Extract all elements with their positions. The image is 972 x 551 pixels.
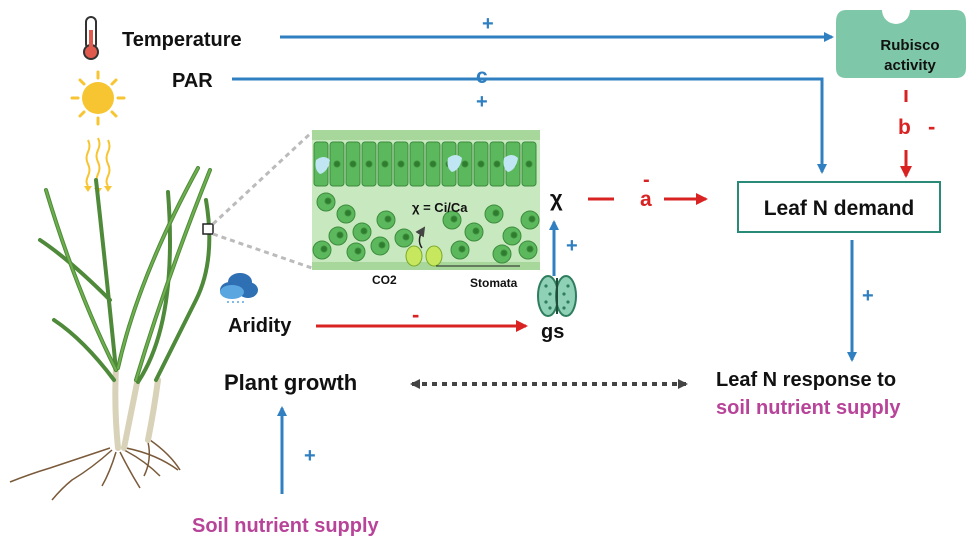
chloroplast — [397, 160, 405, 168]
chloroplast — [477, 160, 485, 168]
chloroplast — [510, 231, 518, 239]
rubisco-label-line2: activity — [884, 57, 936, 74]
leaf-n-response-label-line1: Leaf N response to — [716, 369, 896, 391]
leaf-n-demand-label: Leaf N demand — [764, 197, 915, 220]
chloroplast — [381, 160, 389, 168]
chloroplast — [402, 233, 410, 241]
temperature-label: Temperature — [122, 29, 242, 51]
chloroplast — [349, 160, 357, 168]
gs-label: gs — [541, 321, 564, 343]
leaf-n-demand-node: Leaf N demand — [737, 181, 941, 233]
chloroplast — [461, 160, 469, 168]
chloroplast — [500, 249, 508, 257]
edge-par-letter: c — [476, 65, 488, 88]
soil-nutrient-supply-label: Soil nutrient supply — [192, 515, 380, 537]
grass-plant-icon — [9, 166, 212, 501]
chi-label: χ — [550, 186, 563, 211]
chloroplast — [384, 215, 392, 223]
edge-chi-letter: a — [640, 188, 652, 211]
rubisco-activity-node: Rubisco activity — [836, 10, 966, 78]
rain-cloud-icon — [220, 273, 258, 303]
edge-par-to-leaf-n-demand — [232, 77, 827, 174]
thermometer-icon — [83, 16, 99, 60]
chloroplast — [472, 227, 480, 235]
zoom-connector-top — [211, 130, 314, 226]
chloroplast — [413, 160, 421, 168]
edge-chi-sign: - — [643, 169, 650, 191]
rubisco-label-line1: Rubisco — [880, 37, 939, 54]
zoom-connector-bottom — [212, 232, 313, 270]
chloroplast — [429, 160, 437, 168]
chi-formula: χ = Ci/Ca — [412, 200, 468, 215]
par-label: PAR — [172, 70, 213, 92]
edge-gs-sign: + — [566, 235, 578, 257]
chloroplast — [525, 160, 533, 168]
chloroplast — [492, 209, 500, 217]
leaf-n-response-label-line2: soil nutrient supply — [716, 397, 901, 419]
chloroplast — [354, 247, 362, 255]
chloroplast — [320, 245, 328, 253]
zoom-marker — [202, 223, 214, 235]
chloroplast — [333, 160, 341, 168]
chloroplast — [360, 227, 368, 235]
leaf-cross-section-icon — [312, 130, 540, 270]
chloroplast — [493, 160, 501, 168]
chloroplast — [336, 231, 344, 239]
chloroplast — [528, 215, 536, 223]
edge-rubisco-sign: - — [928, 114, 935, 139]
edge-par-sign: + — [476, 91, 488, 113]
chloroplast — [324, 197, 332, 205]
edge-temperature-sign: + — [482, 13, 494, 35]
stomata-guard-cell-icon — [537, 275, 577, 317]
chloroplast — [365, 160, 373, 168]
edge-leaf-n-demand-sign: + — [862, 285, 874, 307]
chloroplast — [378, 241, 386, 249]
stomata-label: Stomata — [470, 276, 518, 290]
chloroplast — [450, 215, 458, 223]
plant-growth-label: Plant growth — [224, 370, 357, 395]
chloroplast — [526, 245, 534, 253]
edge-rubisco-letter: b — [898, 116, 911, 139]
sun-icon — [70, 70, 126, 194]
chloroplast — [458, 245, 466, 253]
chloroplast — [344, 209, 352, 217]
aridity-label: Aridity — [228, 315, 292, 337]
co2-label: CO2 — [372, 273, 397, 287]
edge-soil-sign: + — [304, 445, 316, 467]
edge-aridity-sign: - — [412, 302, 419, 327]
